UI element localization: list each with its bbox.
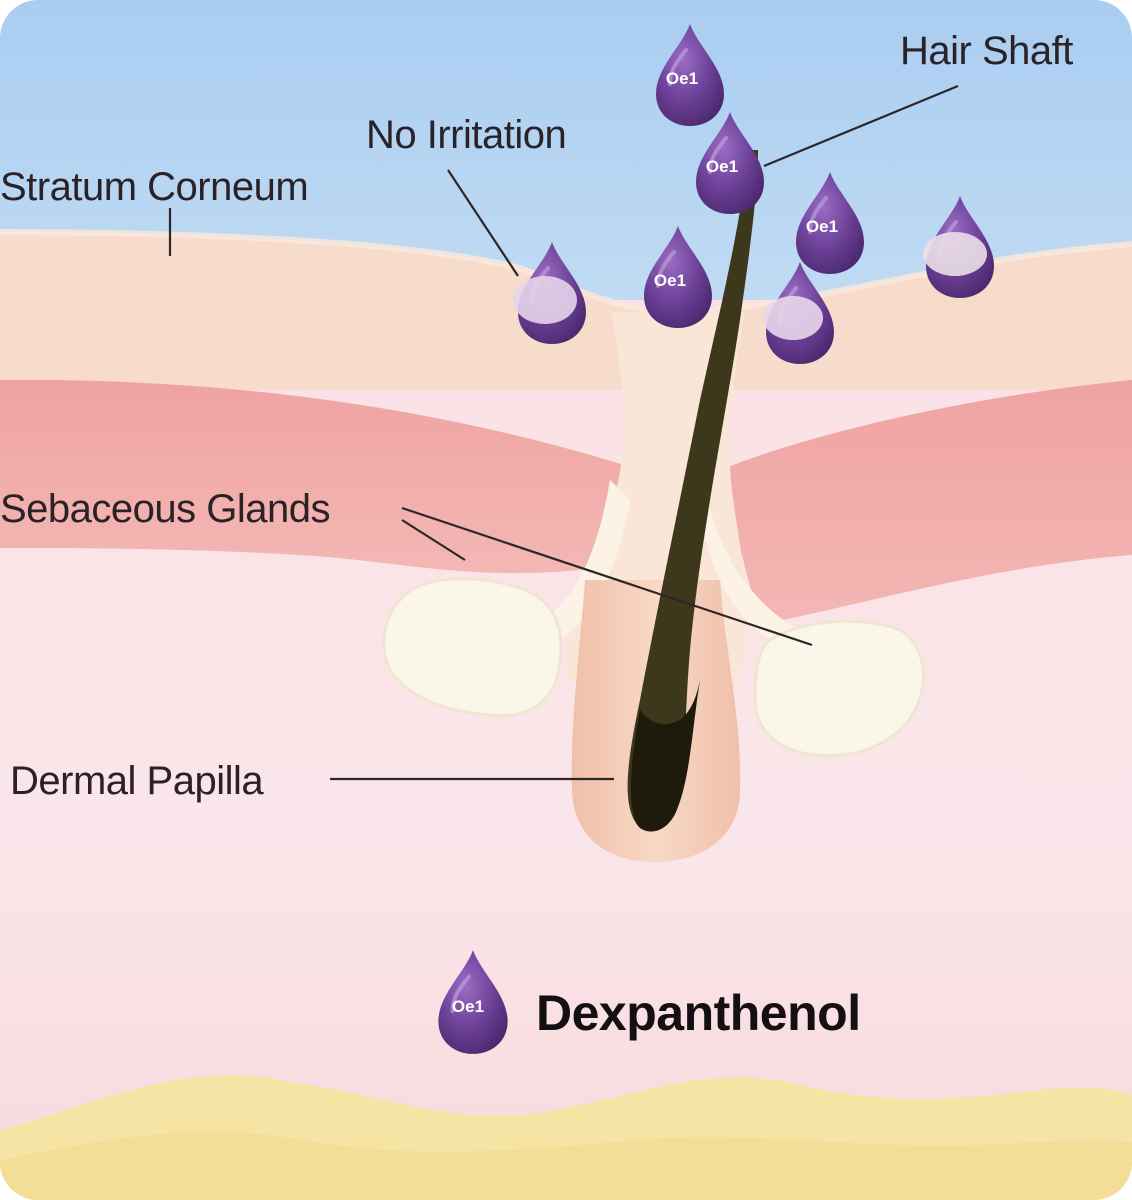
svg-text:Oe1: Oe1 (654, 271, 686, 290)
no-irritation-leader (447, 169, 519, 277)
dermal-papilla (630, 680, 700, 832)
stratum-corneum-label: Stratum Corneum (0, 165, 308, 209)
dermis-band-left (0, 379, 640, 574)
dermis-band-right (720, 380, 1132, 625)
dexpanthenol-droplet: Oe1 (794, 170, 866, 276)
sebaceous-gland-left (382, 577, 563, 718)
dexpanthenol-droplet: Oe1 (642, 224, 714, 330)
dermal-papilla-label: Dermal Papilla (10, 759, 264, 803)
dexpanthenol-droplet: Oe1 (654, 22, 726, 128)
dexpanthenol-droplet: Oe1 (694, 110, 766, 216)
sebaceous-glands-leader-right (401, 506, 813, 647)
dexpanthenol-droplet-absorbing (923, 194, 996, 300)
svg-text:Oe1: Oe1 (706, 157, 738, 176)
no-irritation-label: No Irritation (366, 113, 566, 157)
hair-shaft (627, 150, 758, 832)
sebaceous-gland-right (753, 619, 925, 758)
legend: Oe1 Dexpanthenol (438, 950, 861, 1054)
svg-text:Oe1: Oe1 (452, 997, 484, 1016)
dexpanthenol-droplet-absorbing (513, 240, 588, 346)
svg-text:Oe1: Oe1 (666, 69, 698, 88)
legend-label: Dexpanthenol (536, 985, 861, 1041)
purple-droplet-icon: Oe1 (438, 950, 507, 1054)
sebaceous-glands-label: Sebaceous Glands (0, 487, 330, 531)
dexpanthenol-droplet-absorbing (763, 260, 836, 366)
hair-shaft-leader (763, 84, 959, 168)
svg-text:Oe1: Oe1 (806, 217, 838, 236)
hair-shaft-label: Hair Shaft (900, 29, 1073, 73)
sebaceous-glands-leader-left (401, 519, 466, 561)
